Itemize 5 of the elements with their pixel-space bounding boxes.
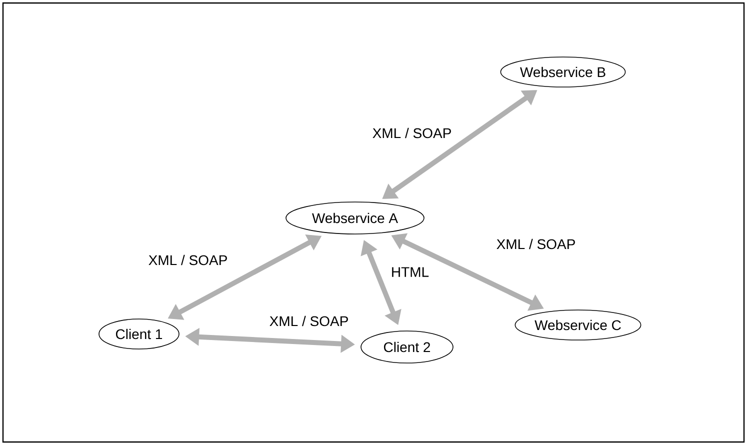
edge-label: XML / SOAP	[270, 316, 348, 326]
edge-label: XML / SOAP	[496, 238, 575, 250]
edge-label: XML / SOAP	[372, 128, 451, 138]
edge-label: XML / SOAP	[148, 254, 227, 266]
edge-label: HTML	[392, 267, 429, 277]
